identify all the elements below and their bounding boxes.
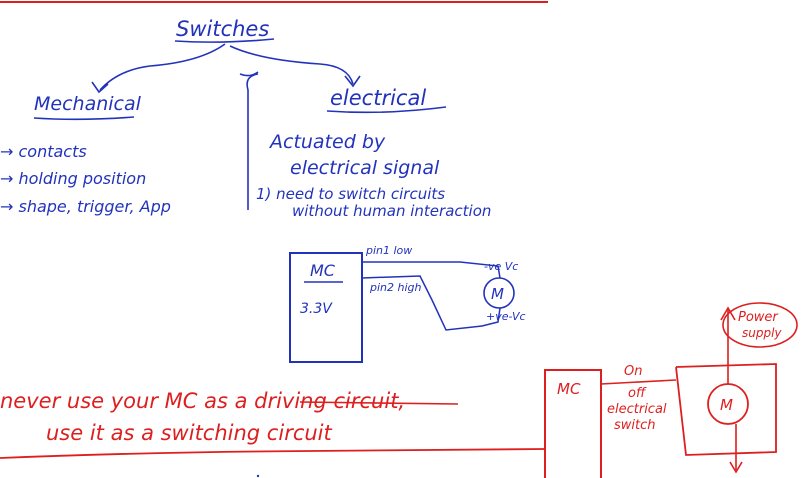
red-power-line-2: supply	[742, 326, 782, 340]
red-note-underline-1	[299, 401, 459, 405]
red-switch-line-1: electrical	[607, 402, 667, 417]
divider-brace-tick	[239, 71, 259, 77]
red-switch-line-2: switch	[614, 418, 656, 433]
title: Switches	[176, 17, 269, 41]
blue-mc-label: MC	[310, 261, 336, 280]
wire-pin2	[361, 275, 501, 331]
tree-branch-right	[229, 45, 354, 85]
blue-pos-label: +ve-Vc	[486, 310, 526, 323]
red-off-label: off	[628, 386, 647, 401]
electrical-point-1a: 1) need to switch circuits	[256, 185, 445, 203]
red-motor-label: M	[720, 396, 733, 414]
red-motor-arrowhead-up	[720, 306, 736, 321]
red-motor-arrowhead-down	[729, 461, 743, 474]
red-bottom-line	[0, 448, 546, 459]
dot	[256, 474, 260, 478]
red-mc-label: MC	[557, 380, 581, 398]
red-power-line-1: Power	[738, 310, 779, 325]
electrical-point-1b: without human interaction	[292, 202, 491, 220]
red-note-line-2: use it as a switching circuit	[46, 421, 333, 445]
tree-arrowhead-right	[344, 75, 361, 88]
pin2-label: pin2 high	[369, 281, 422, 294]
electrical-underline	[326, 106, 447, 114]
pin1-label: pin1 low	[365, 244, 412, 257]
blue-mc-box	[289, 252, 363, 363]
red-power-supply-oval	[722, 302, 798, 348]
mechanical-underline	[33, 116, 135, 121]
tree-branch-left	[99, 43, 226, 91]
blue-motor-label: M	[491, 285, 504, 303]
tree-arrowhead-left	[91, 81, 109, 94]
wire-pin1	[362, 261, 501, 279]
red-mc-to-switch-wire	[600, 379, 677, 385]
red-mc-box	[544, 369, 602, 478]
mechanical-item-1: → contacts	[0, 142, 87, 161]
mechanical-item-3: → shape, trigger, App	[0, 197, 171, 216]
blue-neg-label: -ve Vc	[484, 260, 518, 273]
title-underline	[174, 38, 275, 43]
electrical-line-1: Actuated by	[268, 131, 386, 153]
electrical-heading: electrical	[330, 86, 426, 110]
red-note-line-1: never use your MC as a driving circuit,	[0, 389, 405, 413]
mechanical-item-2: → holding position	[0, 169, 146, 188]
blue-mc-sub: 3.3V	[300, 301, 333, 317]
red-switch-box	[675, 363, 777, 456]
blue-motor	[483, 277, 515, 309]
electrical-line-2: electrical signal	[290, 157, 440, 179]
mechanical-heading: Mechanical	[34, 93, 142, 115]
red-on-label: On	[624, 364, 642, 379]
